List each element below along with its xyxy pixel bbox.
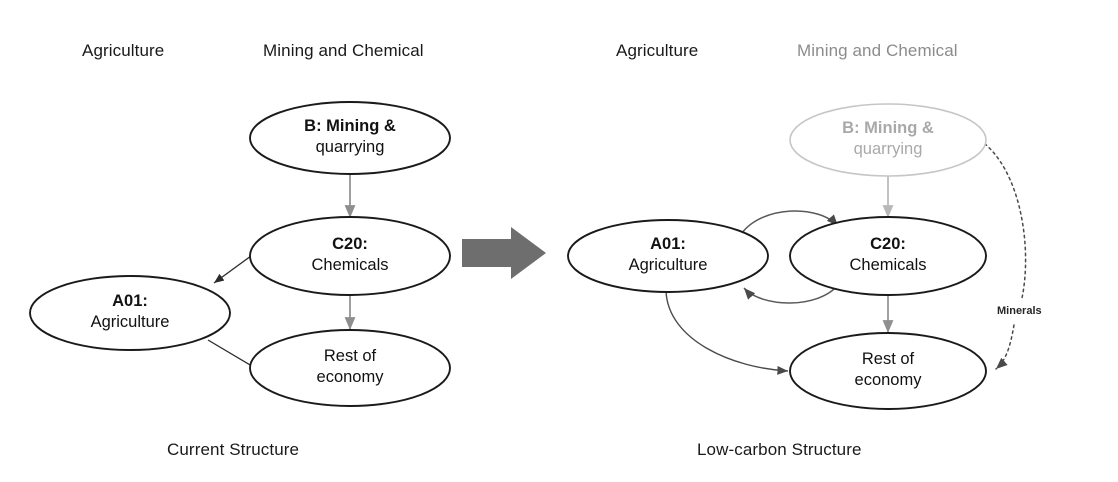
panel-lowcarbon-structure (567, 103, 1027, 410)
header-right-agriculture: Agriculture (616, 41, 699, 60)
node-rest-of-economy-right[interactable] (789, 332, 987, 410)
node-a01-agriculture-right[interactable] (567, 219, 769, 293)
node-c20-chemicals-right[interactable] (789, 216, 987, 296)
node-b-mining-quarrying-left[interactable] (249, 101, 451, 175)
node-c20-chemicals-left[interactable] (249, 216, 451, 296)
edge-a01-to-c20-right (741, 210, 839, 234)
caption-current-structure: Current Structure (167, 440, 300, 459)
edge-c20-to-a01-right (743, 284, 839, 304)
edge-b-to-rest-minerals-right (979, 139, 1027, 299)
caption-lowcarbon-structure: Low-carbon Structure (697, 440, 862, 459)
edge-a01-to-rest-right (665, 290, 789, 375)
transition-arrow (462, 227, 546, 279)
header-left-agriculture: Agriculture (82, 41, 165, 60)
header-left-mining-and-chemical: Mining and Chemical (263, 41, 424, 60)
panel-current-structure (29, 101, 451, 407)
edge-label-minerals: Minerals (997, 305, 1042, 317)
edge-minerals-tail (995, 324, 1015, 370)
node-b-mining-quarrying-right[interactable] (789, 103, 987, 177)
node-rest-of-economy-left[interactable] (249, 329, 451, 407)
node-a01-agriculture-left[interactable] (29, 275, 231, 351)
header-right-mining-and-chemical: Mining and Chemical (797, 41, 958, 60)
